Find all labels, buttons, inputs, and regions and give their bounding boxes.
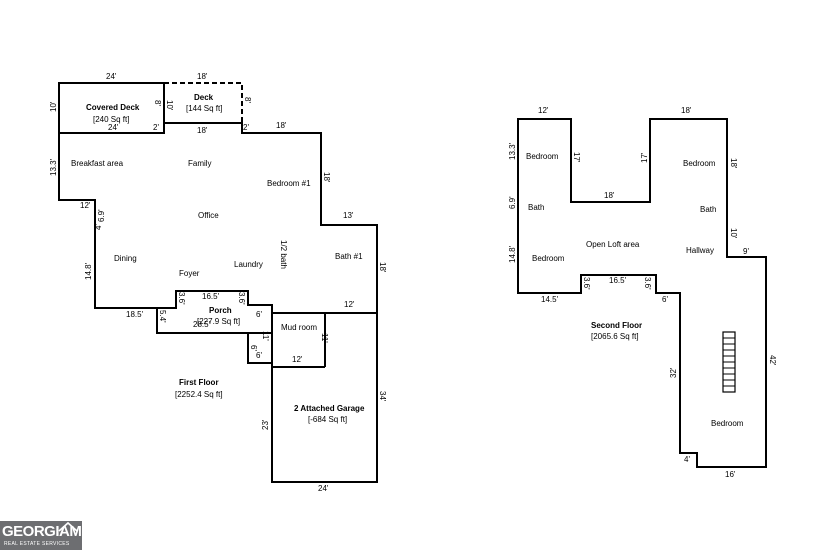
dim-label: 2': [153, 123, 159, 132]
dim-label: 12': [344, 300, 355, 309]
dim-label: 3.6': [582, 277, 591, 290]
dim-label: 18': [197, 72, 208, 81]
dim-label: 12': [80, 201, 91, 210]
dim-label: 11': [261, 331, 270, 341]
second-floor-title: Second Floor: [591, 321, 642, 330]
breakfast-label: Breakfast area: [71, 159, 124, 168]
dim-label: 10': [729, 228, 738, 239]
dim-label: 17': [572, 152, 581, 163]
hallway-label: Hallway: [686, 246, 714, 255]
deck-label: Deck: [194, 93, 214, 102]
second-floor-area: [2065.6 Sq ft]: [591, 332, 639, 341]
porch-label: Porch: [209, 306, 232, 315]
first-floor-title: First Floor: [179, 378, 219, 387]
dim-label: 3.6': [643, 277, 652, 290]
first-floor: Covered Deck [240 Sq ft] Deck [144 Sq ft…: [49, 72, 387, 493]
dim-label: 24': [318, 484, 329, 493]
dim-label: 12': [538, 106, 549, 115]
bedroom-label: Bedroom: [526, 152, 559, 161]
dim-label: 13.3': [49, 158, 58, 176]
dim-label: 2': [243, 123, 249, 132]
dim-label: 24': [108, 123, 119, 132]
dim-label: 18': [681, 106, 692, 115]
open-loft-label: Open Loft area: [586, 240, 640, 249]
dim-label: 14.8': [84, 262, 93, 280]
logo-text: GEORGIAMLS: [2, 523, 100, 540]
dim-label: 6.9': [97, 209, 106, 222]
dim-label: 18.5': [126, 310, 144, 319]
garage-label: 2 Attached Garage: [294, 404, 365, 413]
garage-outline: [271, 312, 378, 483]
deck-outline: [163, 82, 243, 124]
dim-label: 34': [378, 391, 387, 402]
covered-deck-area: [240 Sq ft]: [93, 115, 129, 124]
dim-label: 13.3': [508, 142, 517, 160]
dim-label: 18': [729, 158, 738, 169]
dim-label: 11': [320, 333, 329, 343]
mud-room-label: Mud room: [281, 323, 317, 332]
roof-icon: [58, 521, 78, 532]
bedroom1-label: Bedroom #1: [267, 179, 311, 188]
porch-area: [227.9 Sq ft]: [197, 317, 240, 326]
dim-label: 10': [49, 101, 58, 112]
dining-label: Dining: [114, 254, 137, 263]
bath1-label: Bath #1: [335, 252, 363, 261]
georgia-mls-logo: GEORGIAMLS REAL ESTATE SERVICES: [0, 521, 100, 550]
dim-label: 18': [378, 262, 387, 273]
dim-label: 9': [743, 247, 749, 256]
second-floor: Bedroom Bath Bedroom Open Loft area Bedr…: [508, 106, 777, 479]
office-label: Office: [198, 211, 219, 220]
dim-label: 6': [256, 351, 262, 360]
dim-label: 8': [153, 100, 162, 106]
dim-label: 18': [604, 191, 615, 200]
covered-deck-label: Covered Deck: [86, 103, 140, 112]
dim-label: 28.5': [193, 320, 211, 329]
logo-subtitle: REAL ESTATE SERVICES: [4, 541, 70, 547]
dim-label: 24': [106, 72, 117, 81]
dim-label: 23': [261, 419, 270, 430]
foyer-label: Foyer: [179, 269, 200, 278]
half-bath-label: 1/2 bath: [279, 240, 288, 269]
dim-label: 10': [165, 100, 174, 111]
dim-label: 42': [768, 355, 777, 366]
dim-label: 6': [256, 310, 262, 319]
second-floor-outline: [517, 118, 767, 468]
family-label: Family: [188, 159, 212, 168]
dim-label: 3.6': [177, 292, 186, 305]
dim-label: 4': [684, 455, 690, 464]
dim-label: 5.4': [158, 310, 167, 323]
dim-label: 16': [725, 470, 736, 479]
dim-label: 17': [640, 152, 649, 163]
dim-label: 6': [662, 295, 668, 304]
staircase: [722, 331, 736, 393]
dim-label: 6.9': [508, 196, 517, 209]
bedroom-label: Bedroom: [532, 254, 565, 263]
dim-label: 16.5': [202, 292, 220, 301]
dim-label: 14.5': [541, 295, 559, 304]
dim-label: 18': [197, 126, 208, 135]
dim-label: 8': [243, 97, 252, 103]
dim-label: 16.5': [609, 276, 627, 285]
porch-outline: [157, 290, 273, 313]
dim-label: 3.6': [237, 292, 246, 305]
bath-label: Bath: [528, 203, 544, 212]
bath-label: Bath: [700, 205, 716, 214]
dim-label: 4': [94, 224, 103, 230]
first-floor-area: [2252.4 Sq ft]: [175, 390, 223, 399]
dim-label: 14.8': [508, 245, 517, 263]
bedroom-label: Bedroom: [683, 159, 716, 168]
deck-area: [144 Sq ft]: [186, 104, 222, 113]
garage-area: [-684 Sq ft]: [308, 415, 347, 424]
dim-label: 6': [249, 345, 258, 351]
dim-label: 12': [292, 355, 303, 364]
bedroom-label: Bedroom: [711, 419, 744, 428]
dim-label: 32': [669, 367, 678, 378]
dim-label: 18': [276, 121, 287, 130]
laundry-label: Laundry: [234, 260, 263, 269]
dim-label: 13': [343, 211, 354, 220]
dim-label: 18': [322, 172, 331, 183]
